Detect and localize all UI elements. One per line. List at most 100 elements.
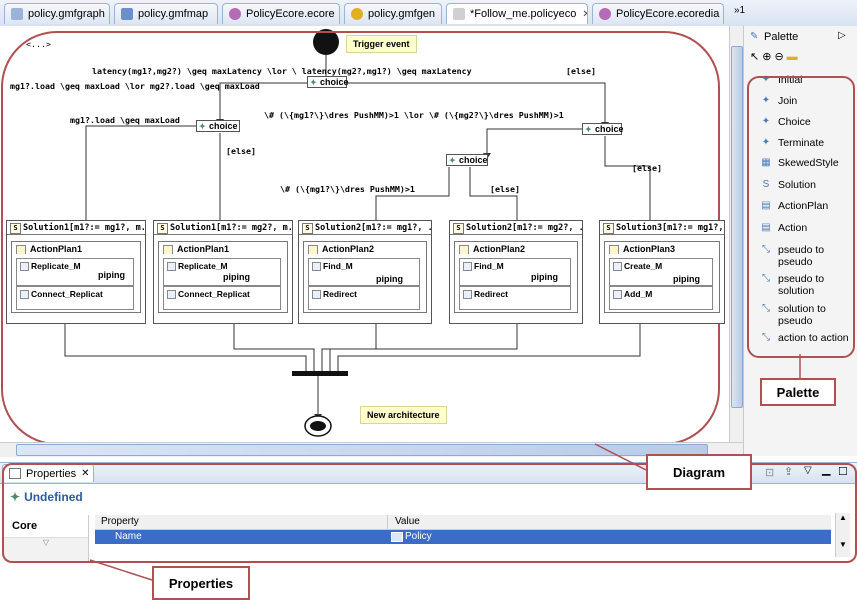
palette-item-pseudo-to-solution[interactable]: ⤡pseudo to solution <box>760 273 840 297</box>
action-node[interactable]: Connect_Replicat <box>163 286 281 310</box>
note-tool-icon[interactable]: ▬ <box>786 51 801 63</box>
tab-policy-gmfmap[interactable]: policy.gmfmap <box>114 3 218 24</box>
palette-item-terminate[interactable]: ✦Terminate <box>760 137 824 149</box>
close-properties-icon[interactable]: ✕ <box>81 468 90 479</box>
link-icon: ⤡ <box>762 273 770 284</box>
condition-else-right-label[interactable]: [else] <box>632 163 662 173</box>
action-node[interactable]: Find_M <box>459 258 571 286</box>
view-menu-icon[interactable]: ▽ <box>804 465 812 476</box>
new-architecture-note[interactable]: New architecture <box>360 406 447 424</box>
choice-node-3[interactable]: choice <box>582 123 624 135</box>
more-tabs-button[interactable]: »1 <box>734 5 746 16</box>
column-property[interactable]: Property <box>101 516 139 527</box>
condition-pushmm1-label[interactable]: \# (\{mg1?\}\dres PushMM)>1 <box>280 184 415 194</box>
action-node[interactable]: Add_M <box>609 286 713 310</box>
tab-policyecore-ecoredia[interactable]: PolicyEcore.ecoredia <box>592 3 724 24</box>
actionplan-node[interactable]: ActionPlan3 Create_M piping Add_M <box>604 241 720 313</box>
palette-item-actionplan[interactable]: ▤ActionPlan <box>760 200 828 212</box>
join-bar[interactable] <box>292 371 348 376</box>
zoom-out-icon[interactable]: ⊖ <box>774 51 787 63</box>
action-icon: ▤ <box>761 222 771 233</box>
section-core[interactable]: Core <box>4 515 88 538</box>
palette-callout: Palette <box>760 378 836 406</box>
condition-load-or-label[interactable]: mg1?.load \geq maxLoad \lor mg2?.load \g… <box>10 81 260 91</box>
action-node[interactable]: Replicate_M <box>16 258 134 286</box>
section-scroll-down-icon[interactable]: ▽ <box>42 538 50 547</box>
actionplan-node[interactable]: ActionPlan1 Replicate_M piping Connect_R… <box>11 241 141 313</box>
palette-highlight-outline <box>747 76 855 358</box>
property-value[interactable]: Policy <box>405 531 432 542</box>
tab-policy-gmfgraph[interactable]: policy.gmfgraph <box>4 3 110 24</box>
palette-item-action[interactable]: ▤Action <box>760 222 807 234</box>
tab-follow-me-policyeco[interactable]: *Follow_me.policyeco ✕ <box>446 3 588 24</box>
palette-item-skewedstyle[interactable]: ▦SkewedStyle <box>760 157 838 169</box>
piping-label[interactable]: piping <box>98 270 125 280</box>
choice-node-2[interactable]: choice <box>196 120 240 132</box>
solution-title-text: Solution2[m1?:= mg2?, ... <box>466 223 582 233</box>
initial-node[interactable] <box>313 29 339 55</box>
maximize-icon[interactable]: ☐ <box>838 466 848 478</box>
solution-icon: S <box>10 223 21 234</box>
actionplan-node[interactable]: ActionPlan2 Find_M piping Redirect <box>454 241 578 313</box>
piping-label[interactable]: piping <box>673 274 700 284</box>
tab-label: *Follow_me.policyeco <box>470 8 577 20</box>
palette-item-action-to-action[interactable]: ⤡action to action <box>760 332 849 344</box>
palette-item-choice[interactable]: ✦Choice <box>760 116 811 128</box>
vertical-scrollbar[interactable] <box>729 26 744 444</box>
trigger-event-note[interactable]: Trigger event <box>346 35 417 53</box>
select-tool-icon[interactable]: ↖ <box>750 51 763 63</box>
initial-icon: ✦ <box>761 74 771 85</box>
action-node[interactable]: Redirect <box>459 286 571 310</box>
condition-else-left-label[interactable]: [else] <box>226 146 256 156</box>
column-value[interactable]: Value <box>395 516 420 527</box>
condition-load1-label[interactable]: mg1?.load \geq maxLoad <box>70 115 180 125</box>
condition-latency-label[interactable]: latency(mg1?,mg2?) \geq maxLatency \lor … <box>92 66 472 76</box>
palette-item-pseudo-to-pseudo[interactable]: ⤡pseudo to pseudo <box>760 244 840 268</box>
action-node[interactable]: Find_M <box>308 258 420 286</box>
palette-item-join[interactable]: ✦Join <box>760 95 797 107</box>
actionplan-node[interactable]: ActionPlan2 Find_M piping Redirect <box>303 241 427 313</box>
palette-collapse-icon[interactable]: ▷ <box>838 30 846 41</box>
tab-policyecore-ecore[interactable]: PolicyEcore.ecore <box>222 3 340 24</box>
property-row-name[interactable]: Name Policy <box>95 530 831 544</box>
piping-label[interactable]: piping <box>223 272 250 282</box>
zoom-in-icon[interactable]: ⊕ <box>762 51 775 63</box>
condition-else-mid-label[interactable]: [else] <box>490 184 520 194</box>
terminate-node[interactable] <box>310 421 326 431</box>
properties-scrollbar[interactable]: ▲ ▼ <box>835 513 850 557</box>
scroll-up-icon[interactable]: ▲ <box>839 513 847 522</box>
actionplan-title: ActionPlan2 <box>455 242 577 254</box>
properties-filter-icon[interactable]: ⊡ <box>765 467 775 479</box>
action-node[interactable]: Replicate_M <box>163 258 281 286</box>
minimize-icon[interactable]: ▁ <box>822 464 831 476</box>
diagram-canvas[interactable]: <...> Trigger event New architecture lat… <box>0 26 743 456</box>
piping-label[interactable]: piping <box>376 274 403 284</box>
vertical-scroll-thumb[interactable] <box>731 46 743 408</box>
action-node[interactable]: Redirect <box>308 286 420 310</box>
tab-policy-gmfgen[interactable]: policy.gmfgen <box>344 3 442 24</box>
tab-properties[interactable]: Properties ✕ <box>2 464 94 482</box>
properties-callout: Properties <box>152 566 250 600</box>
scroll-down-icon[interactable]: ▼ <box>839 540 847 549</box>
action-node[interactable]: Create_M <box>609 258 713 286</box>
choice-node-4[interactable]: choice <box>446 154 488 166</box>
actionplan-node[interactable]: ActionPlan1 Replicate_M piping Connect_R… <box>158 241 288 313</box>
condition-pushmm-or-label[interactable]: \# (\{mg1?\}\dres PushMM)>1 \lor \# (\{m… <box>264 110 564 120</box>
horizontal-scroll-thumb[interactable] <box>16 444 708 456</box>
palette-item-solution-to-pseudo[interactable]: ⤡solution to pseudo <box>760 303 840 327</box>
properties-pin-icon[interactable]: ⇪ <box>784 466 794 478</box>
piping-label[interactable]: piping <box>531 272 558 282</box>
action-node[interactable]: Connect_Replicat <box>16 286 134 310</box>
horizontal-scrollbar[interactable] <box>0 442 743 457</box>
choice-node-1[interactable]: choice <box>307 76 349 88</box>
solution-icon: S <box>157 223 168 234</box>
condition-else-top-label[interactable]: [else] <box>566 66 596 76</box>
close-tab-icon[interactable]: ✕ <box>582 9 587 20</box>
